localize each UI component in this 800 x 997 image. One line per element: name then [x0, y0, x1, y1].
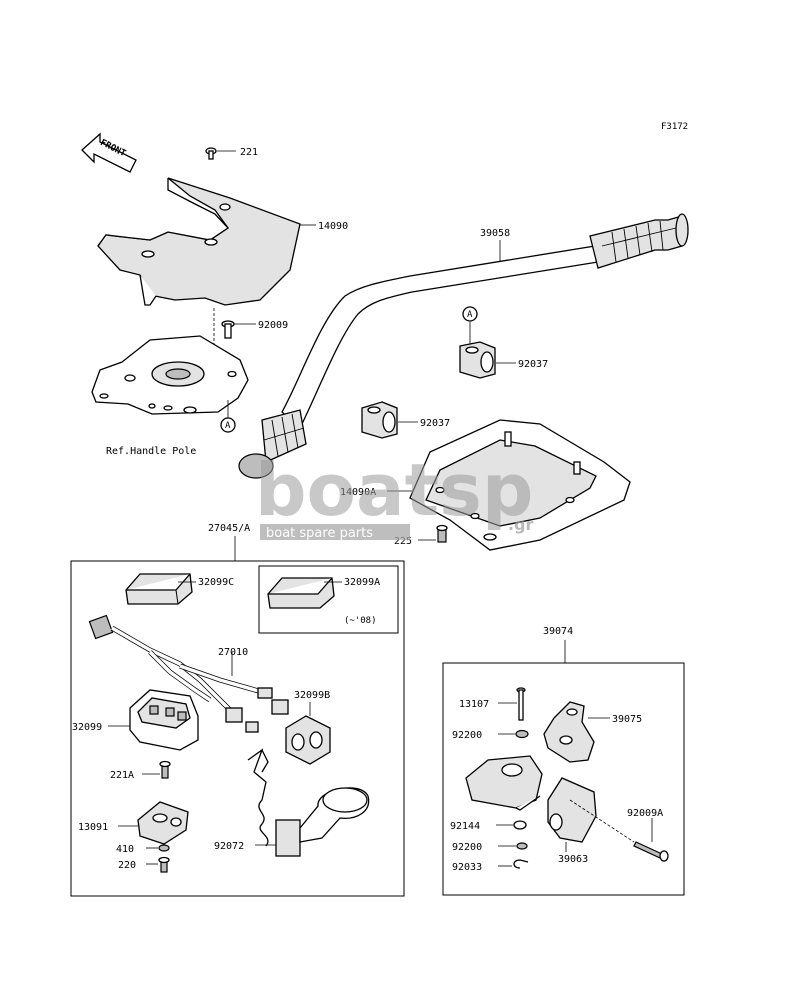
screw-221A	[159, 760, 171, 779]
label-220: 220	[118, 860, 136, 871]
reference-mark-circle	[220, 417, 236, 433]
cover-14090A	[409, 419, 631, 551]
reference-mark-a-1: A	[225, 421, 231, 431]
washer-92200-lower	[516, 842, 528, 850]
label-92072: 92072	[214, 841, 244, 852]
label-225: 225	[394, 536, 412, 547]
label-39058: 39058	[480, 228, 510, 239]
label-32099B: 32099B	[294, 690, 330, 701]
throttle-body	[465, 755, 543, 811]
reference-mark-circle-2	[462, 306, 478, 322]
label-92037-lower: 92037	[420, 418, 450, 429]
label-92033: 92033	[452, 862, 482, 873]
wire-harness-27010	[88, 614, 289, 733]
front-arrow-icon: FRONT	[81, 132, 137, 173]
label-92009: 92009	[258, 320, 288, 331]
label-13091: 13091	[78, 822, 108, 833]
label-92037-upper: 92037	[518, 359, 548, 370]
label-39075: 39075	[612, 714, 642, 725]
label-32099: 32099	[72, 722, 102, 733]
lanyard-clip-92072	[247, 748, 370, 857]
watermark-suffix: .gr	[508, 515, 534, 534]
label-32099C: 32099C	[198, 577, 234, 588]
label-92009A: 92009A	[627, 808, 663, 819]
washer-410	[158, 844, 170, 852]
clamp-92037-lower	[361, 401, 398, 439]
circlip-92033	[513, 859, 529, 869]
label-92200-lower: 92200	[452, 842, 482, 853]
ref-handle-pole-note: Ref.Handle Pole	[106, 446, 196, 457]
cover-14090	[97, 177, 301, 306]
label-14090: 14090	[318, 221, 348, 232]
reference-mark-a-2: A	[467, 310, 473, 320]
switch-assembly-box	[70, 560, 405, 897]
bracket-32099B	[285, 715, 331, 765]
label-32099A: 32099A	[344, 577, 380, 588]
label-221: 221	[240, 147, 258, 158]
watermark-logo: boatsp .gr boat spare parts	[255, 448, 534, 541]
bolt-225	[436, 524, 448, 543]
cover-32099A	[267, 577, 335, 609]
label-39063: 39063	[558, 854, 588, 865]
handlebar-39058	[238, 213, 689, 479]
cover-32099C	[125, 573, 193, 605]
watermark-text: boatsp	[255, 448, 533, 532]
screw-92009A	[633, 841, 669, 862]
screw-221	[205, 147, 217, 160]
cam-39063	[547, 777, 597, 843]
variant-subbox	[258, 565, 399, 634]
pin-13107	[516, 687, 526, 721]
label-92144: 92144	[450, 821, 480, 832]
handle-pole-plate	[91, 335, 249, 415]
label-13107: 13107	[459, 699, 489, 710]
label-27045A: 27045/A	[208, 523, 250, 534]
label-14090A: 14090A	[340, 487, 376, 498]
watermark-tagline: boat spare parts	[266, 526, 373, 541]
spring-92144	[513, 820, 527, 830]
housing-13091	[137, 801, 189, 845]
screw-92009	[221, 320, 235, 339]
label-39074: 39074	[543, 626, 573, 637]
figure-code: F3172	[661, 122, 688, 132]
label-410: 410	[116, 844, 134, 855]
label-221A: 221A	[110, 770, 134, 781]
switch-housing-32099	[129, 689, 199, 751]
label-27010: 27010	[218, 647, 248, 658]
clamp-92037-upper	[459, 341, 496, 379]
bolt-220	[158, 856, 170, 873]
variant-note: (~'08)	[344, 616, 377, 626]
label-92200-upper: 92200	[452, 730, 482, 741]
lever-39075	[543, 701, 595, 763]
throttle-assembly-box	[442, 662, 685, 896]
washer-92200-upper	[515, 729, 529, 739]
